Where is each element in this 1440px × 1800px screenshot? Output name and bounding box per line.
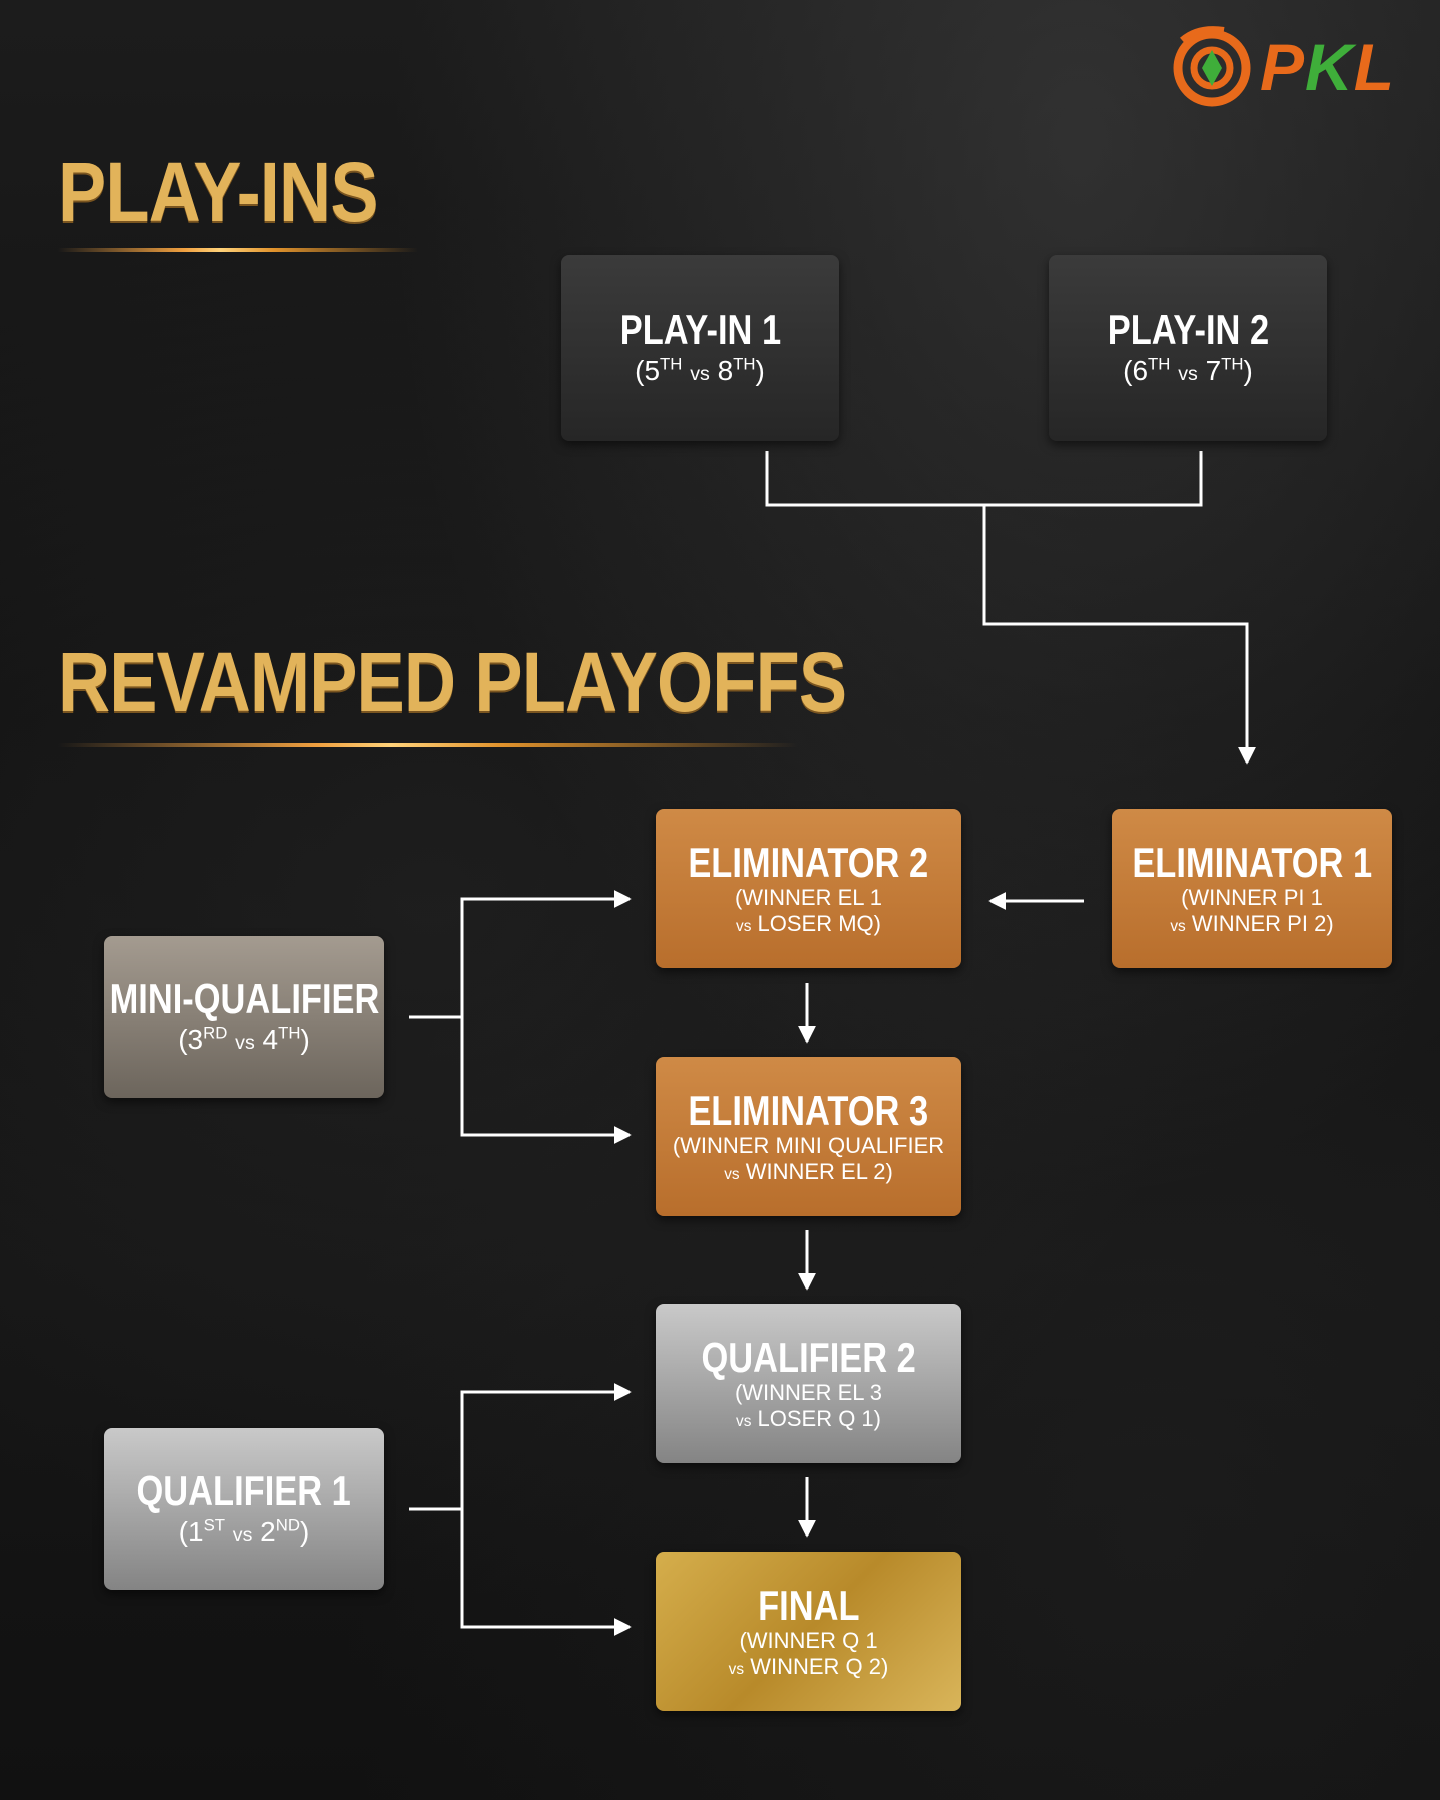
playin-2-matchup: (6TH vs 7TH) <box>1123 354 1253 387</box>
qualifier-2-line2: vs LOSER Q 1) <box>736 1405 881 1431</box>
eliminator-1-title: ELIMINATOR 1 <box>1132 838 1372 886</box>
playins-underline <box>58 248 418 252</box>
final-line2: vs WINNER Q 2) <box>728 1653 889 1679</box>
final-box: FINAL (WINNER Q 1 vs WINNER Q 2) <box>656 1552 961 1711</box>
eliminator-2-line2: vs LOSER MQ) <box>736 910 881 936</box>
logo-letter-p: P <box>1260 30 1306 104</box>
qualifier-2-line1: (WINNER EL 3 <box>734 1379 883 1405</box>
playoffs-heading: REVAMPED PLAYOFFS <box>58 635 847 729</box>
mini-qualifier-box: MINI-QUALIFIER (3RD vs 4TH) <box>104 936 384 1098</box>
logo-letter-k: K <box>1305 30 1354 104</box>
mini-qualifier-matchup: (3RD vs 4TH) <box>178 1023 310 1056</box>
playins-heading: PLAY-INS <box>58 145 379 239</box>
qualifier1-to-final-arrow <box>460 1509 632 1636</box>
eliminator-3-box: ELIMINATOR 3 (WINNER MINI QUALIFIER vs W… <box>656 1057 961 1216</box>
playins-connector <box>765 451 1203 507</box>
eliminator-3-line2: vs WINNER EL 2) <box>724 1158 893 1184</box>
playin-1-box: PLAY-IN 1 (5TH vs 8TH) <box>561 255 839 441</box>
pkl-wordmark: PKL <box>1260 34 1395 100</box>
playin-1-matchup: (5TH vs 8TH) <box>635 354 765 387</box>
eliminator-3-line1: (WINNER MINI QUALIFIER <box>672 1132 945 1158</box>
qualifier-1-box: QUALIFIER 1 (1ST vs 2ND) <box>104 1428 384 1590</box>
mini-qualifier-title: MINI-QUALIFIER <box>109 975 379 1023</box>
playin-2-box: PLAY-IN 2 (6TH vs 7TH) <box>1049 255 1327 441</box>
qualifier1-to-qualifier2-arrow <box>460 1383 632 1509</box>
eliminator-2-title: ELIMINATOR 2 <box>688 838 929 886</box>
qualifier-1-title: QUALIFIER 1 <box>136 1467 352 1515</box>
playin-2-title: PLAY-IN 2 <box>1107 306 1269 354</box>
eliminator-2-line1: (WINNER EL 1 <box>734 884 883 910</box>
playins-to-eliminator1-arrow <box>982 505 1256 765</box>
playoffs-underline <box>58 743 798 747</box>
qualifier-2-title: QUALIFIER 2 <box>701 1333 916 1381</box>
eliminator-1-line1: (WINNER PI 1 <box>1181 884 1323 910</box>
final-line1: (WINNER Q 1 <box>739 1627 878 1653</box>
miniqualifier-to-eliminator3-arrow <box>460 1017 632 1144</box>
eliminator-1-line2: vs WINNER PI 2) <box>1170 910 1334 936</box>
eliminator-1-box: ELIMINATOR 1 (WINNER PI 1 vs WINNER PI 2… <box>1112 809 1392 968</box>
miniqualifier-to-eliminator2-arrow <box>460 890 632 1017</box>
final-title: FINAL <box>757 1581 860 1629</box>
qualifier-2-box: QUALIFIER 2 (WINNER EL 3 vs LOSER Q 1) <box>656 1304 961 1463</box>
eliminator-2-box: ELIMINATOR 2 (WINNER EL 1 vs LOSER MQ) <box>656 809 961 968</box>
pkl-logo: PKL <box>1168 22 1418 112</box>
kabaddi-swirl-icon <box>1173 26 1251 107</box>
logo-letter-l: L <box>1353 30 1396 104</box>
eliminator-3-title: ELIMINATOR 3 <box>688 1086 929 1134</box>
qualifier-1-matchup: (1ST vs 2ND) <box>178 1515 310 1548</box>
playin-1-title: PLAY-IN 1 <box>619 306 781 354</box>
